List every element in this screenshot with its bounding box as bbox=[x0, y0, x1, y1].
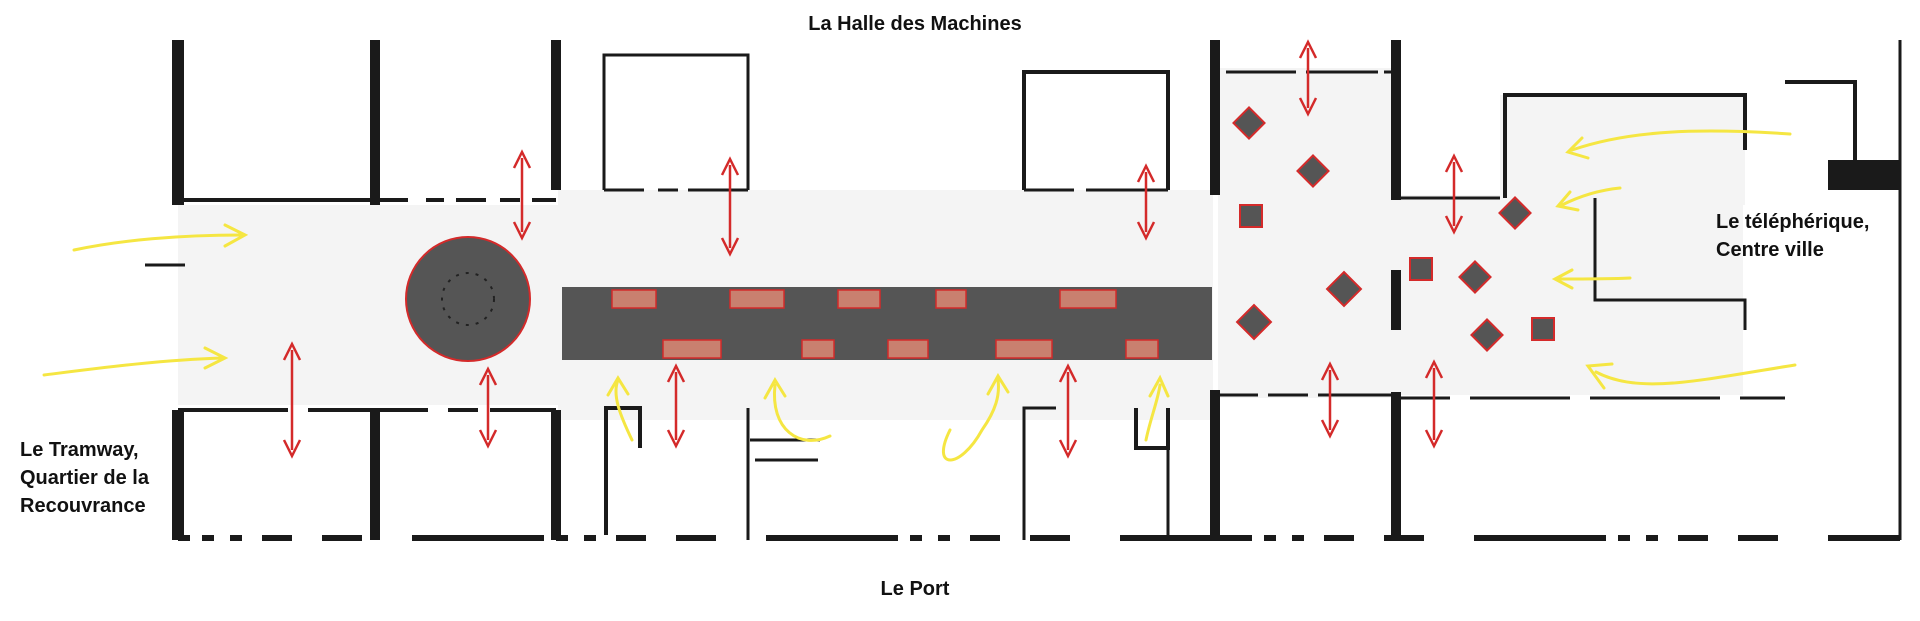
circulation-floor bbox=[178, 68, 1745, 420]
label-telepherique-line-2: Centre ville bbox=[1716, 239, 1824, 261]
exhibits bbox=[611, 289, 1159, 359]
exhibit-6 bbox=[662, 339, 722, 359]
exhibit-9 bbox=[995, 339, 1053, 359]
walls bbox=[145, 40, 1902, 541]
exhibit-4 bbox=[935, 289, 967, 309]
label-tramway-line-2: Quartier de la bbox=[20, 467, 149, 489]
floor-north-east bbox=[1500, 95, 1745, 205]
label-tramway-line-3: Recouvrance bbox=[20, 495, 146, 517]
exhibit-3 bbox=[837, 289, 881, 309]
east-stair-block bbox=[1828, 160, 1900, 190]
label-telepherique-line-1: Le téléphérique, bbox=[1716, 211, 1870, 233]
flow-arrows bbox=[282, 39, 1464, 459]
label-halle-des-machines: La Halle des Machines bbox=[808, 13, 1022, 35]
exhibit-7 bbox=[801, 339, 835, 359]
label-telepherique: Le téléphérique, Centre ville bbox=[1716, 208, 1906, 264]
exhibit-5 bbox=[1059, 289, 1117, 309]
label-le-port: Le Port bbox=[880, 578, 950, 600]
exhibit-1 bbox=[611, 289, 657, 309]
exhibit-2 bbox=[729, 289, 785, 309]
label-tramway: Le Tramway, Quartier de la Recouvrance bbox=[20, 436, 210, 520]
exhibit-10 bbox=[1125, 339, 1159, 359]
exhibit-8 bbox=[887, 339, 929, 359]
entry-arrows bbox=[42, 129, 1797, 462]
display-pillars bbox=[1232, 106, 1555, 352]
round-carousel bbox=[405, 236, 531, 362]
label-tramway-line-1: Le Tramway, bbox=[20, 439, 139, 461]
carousel-center bbox=[441, 272, 495, 326]
floor-far-east bbox=[1393, 195, 1743, 395]
